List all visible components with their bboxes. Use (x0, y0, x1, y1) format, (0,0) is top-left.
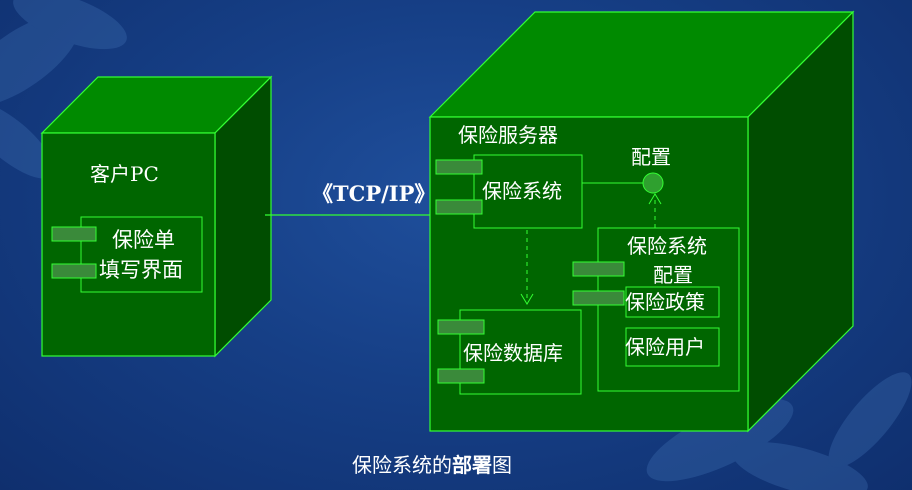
caption-prefix: 保险系统的 (352, 453, 452, 477)
config-interface-circle (642, 172, 664, 194)
server-node-title: 保险服务器 (458, 123, 558, 147)
client-component-tab-top (51, 226, 97, 242)
insurance-system-body (473, 154, 583, 229)
insurance-system-component (435, 154, 583, 229)
database-label: 保险数据库 (463, 341, 563, 365)
client-node-title: 客户PC (90, 162, 159, 186)
dependency-arrowhead-database (520, 293, 534, 305)
client-component-line2: 填写界面 (99, 258, 183, 282)
config-interface-label: 配置 (631, 145, 671, 169)
system-config-line2: 配置 (653, 263, 693, 287)
dependency-arrowhead-interface (648, 193, 662, 205)
caption-suffix: 图 (492, 453, 512, 477)
client-component (51, 216, 203, 293)
client-component-body (80, 216, 203, 293)
database-component (437, 309, 582, 395)
caption-bold: 部署 (452, 453, 492, 477)
system-config-component (572, 227, 740, 392)
client-component-tab-bottom (51, 263, 97, 279)
database-tab-top (437, 319, 485, 335)
users-box (625, 327, 720, 367)
insurance-system-tab-top (435, 159, 483, 175)
policy-box (625, 286, 720, 318)
database-tab-bottom (437, 368, 485, 384)
system-config-tab-top (572, 261, 625, 277)
diagram-caption: 保险系统的部署图 (352, 455, 512, 475)
policy-label: 保险政策 (625, 290, 705, 314)
users-label: 保险用户 (625, 335, 705, 359)
client-component-line1: 保险单 (112, 228, 175, 252)
connection-label: 《TCP/IP》 (312, 181, 436, 206)
insurance-system-tab-bottom (435, 199, 483, 215)
insurance-system-label: 保险系统 (482, 179, 562, 203)
system-config-line1: 保险系统 (627, 234, 707, 258)
system-config-tab-bottom (572, 290, 625, 306)
